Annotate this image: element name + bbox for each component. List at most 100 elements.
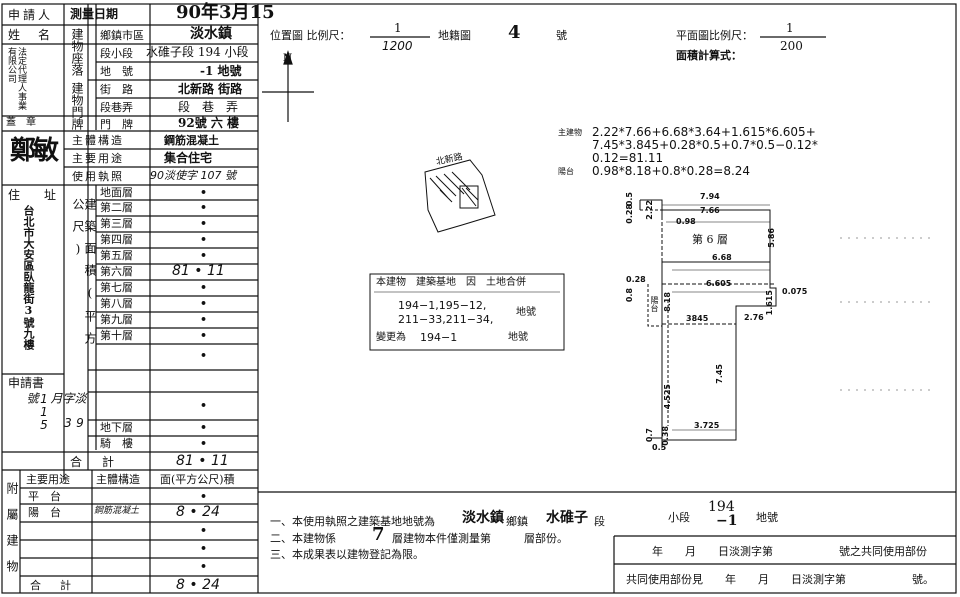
floor-label: 第八層 bbox=[100, 297, 133, 310]
total-value: 81 • 11 bbox=[176, 453, 229, 469]
door-value: 92號 六 樓 bbox=[178, 116, 240, 130]
cadastral-suffix: 號 bbox=[556, 29, 567, 42]
door-label: 門 牌 bbox=[100, 118, 133, 131]
calc-balcony-line: 0.98*8.18+0.8*0.28=8.24 bbox=[592, 164, 751, 178]
stamp-line4-value: 194−1 bbox=[420, 331, 458, 344]
footer-row2: 共同使用部份見 年 月 日淡測字第 號。 bbox=[626, 573, 934, 586]
floor-area-value: • bbox=[200, 186, 208, 199]
note2-prefix: 二、本建物係 bbox=[270, 532, 336, 545]
plan-dimension: 2.76 bbox=[744, 313, 764, 322]
total-label: 合 計 bbox=[70, 455, 119, 469]
attached-structure: 鋼筋混凝土 bbox=[94, 506, 140, 516]
section-label: 段小段 bbox=[100, 47, 133, 60]
position-map-label: 位置圖 比例尺： bbox=[270, 29, 351, 42]
lot-label: 地 號 bbox=[100, 65, 133, 78]
plan-floor-label: 第 6 層 bbox=[692, 233, 728, 246]
plan-dimension: 0.28 bbox=[626, 275, 646, 284]
footer-row1: 年 月 日淡測字第 號之共同使用部份 bbox=[652, 545, 927, 558]
attached-area: • bbox=[200, 560, 208, 573]
plan-dimension: 4.525 bbox=[663, 384, 672, 410]
structure-label: 主體構造 bbox=[72, 134, 124, 147]
structure-value: 鋼筋混凝土 bbox=[164, 134, 219, 147]
note1-prefix: 一、本使用執照之建築基地地號為 bbox=[270, 515, 435, 528]
subsection-value: 194 bbox=[708, 499, 735, 515]
township-label: 鄉鎮市區 bbox=[100, 29, 144, 42]
floor-label: 第五層 bbox=[100, 249, 133, 262]
application-value: 淡 9 字 3 月 115 號 bbox=[25, 392, 87, 431]
floor-area-value: 81 • 11 bbox=[172, 263, 225, 279]
attached-use: 陽 台 bbox=[28, 506, 61, 519]
plan-dimension: 7.94 bbox=[700, 192, 720, 201]
attached-use: 平 台 bbox=[28, 490, 61, 503]
plan-dimension: 0.8 bbox=[625, 288, 634, 303]
township-value: 淡水鎮 bbox=[190, 26, 232, 42]
cadastral-label: 地籍圖 bbox=[438, 29, 471, 42]
address-value: 台北市大安區臥龍街3號九樓 bbox=[22, 205, 35, 350]
stamp-line3: 211−33,211−34, bbox=[398, 313, 494, 326]
floor-area-value: • bbox=[200, 233, 208, 246]
street-value: 北新路 街路 bbox=[178, 82, 243, 96]
plan-dimension: 0.7 bbox=[645, 428, 654, 443]
use-value: 集合住宅 bbox=[164, 151, 213, 165]
permit-label: 使用執照 bbox=[72, 170, 124, 183]
area-label: 建築面積(平方公尺) bbox=[71, 198, 97, 354]
plan-dimension: 3.725 bbox=[694, 421, 720, 430]
note1-town: 淡水鎮 bbox=[462, 510, 504, 526]
plan-dimension: 1.615 bbox=[765, 290, 774, 316]
plan-dimension: 6.605 bbox=[706, 279, 732, 288]
plan-dimension: 8.18 bbox=[663, 292, 672, 312]
floor-area-value: • bbox=[200, 217, 208, 230]
plan-dimension: 3845 bbox=[686, 314, 709, 323]
calc-main-line2: 7.45*3.845+0.28*0.5+0.7*0.5−0.12* bbox=[592, 138, 818, 152]
floor-area-value: • bbox=[200, 297, 208, 310]
floor-area-value: • bbox=[200, 281, 208, 294]
cadastral-no: 4 bbox=[508, 22, 521, 43]
plan-scale-num: 1 bbox=[786, 21, 794, 35]
floor-label: 第十層 bbox=[100, 329, 133, 342]
building-address-label: 建物門牌 bbox=[70, 82, 84, 130]
floor-area-value: • bbox=[200, 249, 208, 262]
floor-area-value: • bbox=[200, 421, 208, 434]
lane-value: 段 巷 弄 bbox=[178, 100, 239, 114]
plan-dimension: 0.075 bbox=[782, 287, 808, 296]
seal-stamp: 鄭敏 bbox=[10, 136, 59, 166]
stamp-line1: 本建物 建築基地 因 土地合併 bbox=[376, 277, 526, 288]
attached-area: • bbox=[200, 542, 208, 555]
survey-date-label: 測量日期 bbox=[70, 7, 119, 21]
plan-dimension: 0.28 bbox=[625, 204, 634, 224]
use-label: 主要用途 bbox=[72, 152, 124, 165]
agent-label: 法定代理人事業有限公司 bbox=[6, 47, 26, 110]
stamp-line3-suffix: 地號 bbox=[516, 307, 536, 318]
note3: 三、本成果表以建物登記為限。 bbox=[270, 548, 424, 561]
plan-dimension: 0.38 bbox=[661, 426, 670, 446]
plan-balcony-label: 陽台 bbox=[650, 296, 659, 312]
lot-value: -1 地號 bbox=[200, 64, 242, 78]
plan-dimension: 0.98 bbox=[676, 217, 696, 226]
seal-label: 蓋 章 bbox=[6, 117, 36, 128]
floor-area-value: • bbox=[200, 349, 208, 362]
note2-floors: 7 bbox=[372, 524, 385, 545]
survey-date-value: 90年3月15 bbox=[176, 2, 275, 23]
note1-suffix: 段 bbox=[594, 515, 605, 528]
attached-area: • bbox=[200, 524, 208, 537]
north-arrow-icon: N bbox=[283, 53, 293, 64]
floor-area-value: • bbox=[200, 329, 208, 342]
floor-label: 騎 樓 bbox=[100, 437, 133, 450]
plan-dimension: 2.22 bbox=[645, 200, 654, 220]
calc-balcony-label: 陽台 bbox=[558, 167, 574, 176]
calc-main-label: 主建物 bbox=[558, 128, 582, 137]
note1-mid: 鄉鎮 bbox=[506, 515, 528, 528]
section-value: 水碓子段 194 小段 bbox=[146, 45, 249, 59]
applicant-label: 申請人 bbox=[8, 8, 54, 22]
floor-label: 第二層 bbox=[100, 201, 133, 214]
attached-area: • bbox=[200, 490, 208, 503]
stamp-line2: 194−1,195−12, bbox=[398, 299, 487, 312]
subsection-label: 小段 bbox=[668, 511, 690, 524]
note1-section: 水碓子 bbox=[546, 510, 588, 526]
floor-label: 地下層 bbox=[100, 421, 133, 434]
lane-label: 段巷弄 bbox=[100, 101, 133, 114]
attached-total-value: 8 • 24 bbox=[176, 577, 220, 593]
plan-dimension: 6.68 bbox=[712, 253, 732, 262]
stamp-line4-suffix: 地號 bbox=[508, 332, 528, 343]
plan-dimension: 7.45 bbox=[715, 364, 724, 384]
